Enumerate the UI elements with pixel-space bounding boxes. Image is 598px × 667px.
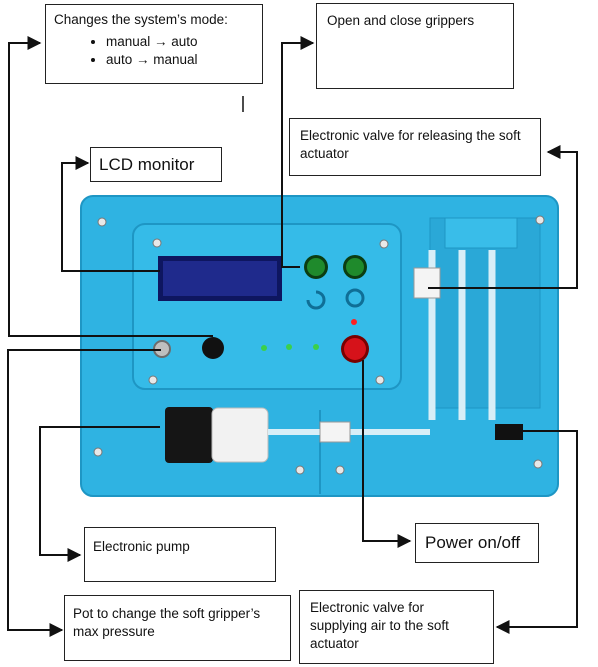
grippers-label-box: Open and close grippers [316, 3, 514, 89]
mode-label-item: manual → auto [106, 33, 254, 51]
mode-label-list: manual → auto auto → manual [54, 33, 254, 69]
mode-label-title: Changes the system’s mode: [54, 11, 254, 29]
pot-label: Pot to change the soft gripper’s max pre… [73, 606, 260, 639]
release-valve-label: Electronic valve for releasing the soft … [300, 128, 521, 161]
pot-label-box: Pot to change the soft gripper’s max pre… [64, 595, 291, 661]
power-label: Power on/off [425, 533, 520, 552]
lcd-label-box: LCD monitor [90, 147, 222, 182]
supply-valve-label-box: Electronic valve for supplying air to th… [299, 590, 494, 664]
release-valve-label-box: Electronic valve for releasing the soft … [289, 118, 541, 176]
mode-label-item: auto → manual [106, 51, 254, 69]
mode-label-box: Changes the system’s mode: manual → auto… [45, 4, 263, 84]
supply-valve-label: Electronic valve for supplying air to th… [310, 600, 449, 651]
pump-label: Electronic pump [93, 539, 190, 554]
arrow-pot [8, 350, 161, 630]
lcd-label: LCD monitor [99, 155, 194, 174]
arrow-mode [9, 43, 213, 336]
power-label-box: Power on/off [415, 523, 539, 563]
grippers-label: Open and close grippers [327, 13, 474, 28]
arrow-power [363, 360, 410, 541]
pump-label-box: Electronic pump [84, 527, 276, 582]
